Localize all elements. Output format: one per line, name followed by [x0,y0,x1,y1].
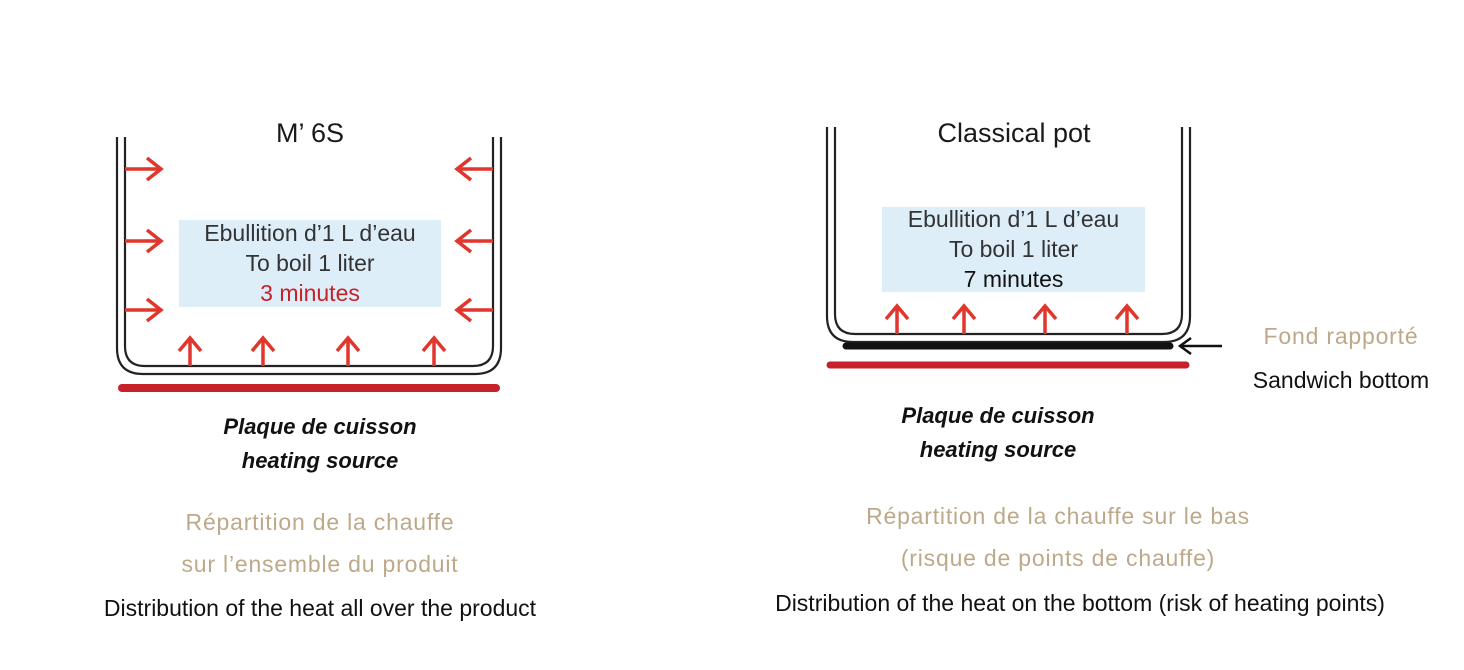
classical-caption-fr-2: (risque de points de chauffe) [900,545,1216,571]
classical-box-line1: Ebullition d’1 L d’eau [907,206,1120,232]
heat-arrow-icon [335,336,361,368]
heat-arrow-icon [455,297,495,323]
classical-source-fr: Plaque de cuisson [901,403,1095,428]
heat-arrow-icon [250,336,276,368]
classical-pot-outline [825,127,1192,344]
classical-title: Classical pot [937,118,1091,148]
m6s-source-fr: Plaque de cuisson [223,414,417,439]
heat-arrow-icon [123,228,163,254]
heat-arrow-icon [455,156,495,182]
heat-arrow-icon [1114,304,1140,336]
m6s-caption-fr-2: sur l’ensemble du produit [181,551,459,577]
m6s-info-box [179,220,441,307]
m6s-caption-fr-1: Répartition de la chauffe [185,509,455,535]
m6s-side-arrows-right [455,156,495,323]
classical-box-line2: To boil 1 liter [948,236,1079,262]
heat-arrow-icon [177,336,203,368]
m6s-box-line1: Ebullition d’1 L d’eau [204,220,416,246]
heat-arrow-icon [1032,304,1058,336]
heat-arrow-icon [951,304,977,336]
sandwich-label-en: Sandwich bottom [1252,367,1430,393]
sandwich-label-fr: Fond rapporté [1263,323,1419,349]
m6s-side-arrows-left [123,156,163,323]
m6s-box-line2: To boil 1 liter [245,250,375,276]
classical-info-box [882,207,1145,292]
m6s-title: M’ 6S [275,118,344,148]
heat-arrow-icon [421,336,447,368]
classical-caption-en: Distribution of the heat on the bottom (… [775,590,1385,616]
classical-boil-time: 7 minutes [963,266,1064,292]
classical-source-en: heating source [919,437,1077,462]
heat-arrow-icon [123,156,163,182]
classical-bottom-arrows [884,304,1140,336]
m6s-bottom-arrows [177,336,447,368]
sandwich-pointer-arrow-icon [1177,336,1222,356]
m6s-caption-en: Distribution of the heat all over the pr… [103,595,537,621]
classical-caption-fr-1: Répartition de la chauffe sur le bas [866,503,1250,529]
m6s-pot-outline [115,137,503,376]
m6s-source-en: heating source [241,448,399,473]
heat-arrow-icon [884,304,910,336]
heat-arrow-icon [123,297,163,323]
heat-arrow-icon [455,228,495,254]
m6s-boil-time: 3 minutes [260,280,360,306]
